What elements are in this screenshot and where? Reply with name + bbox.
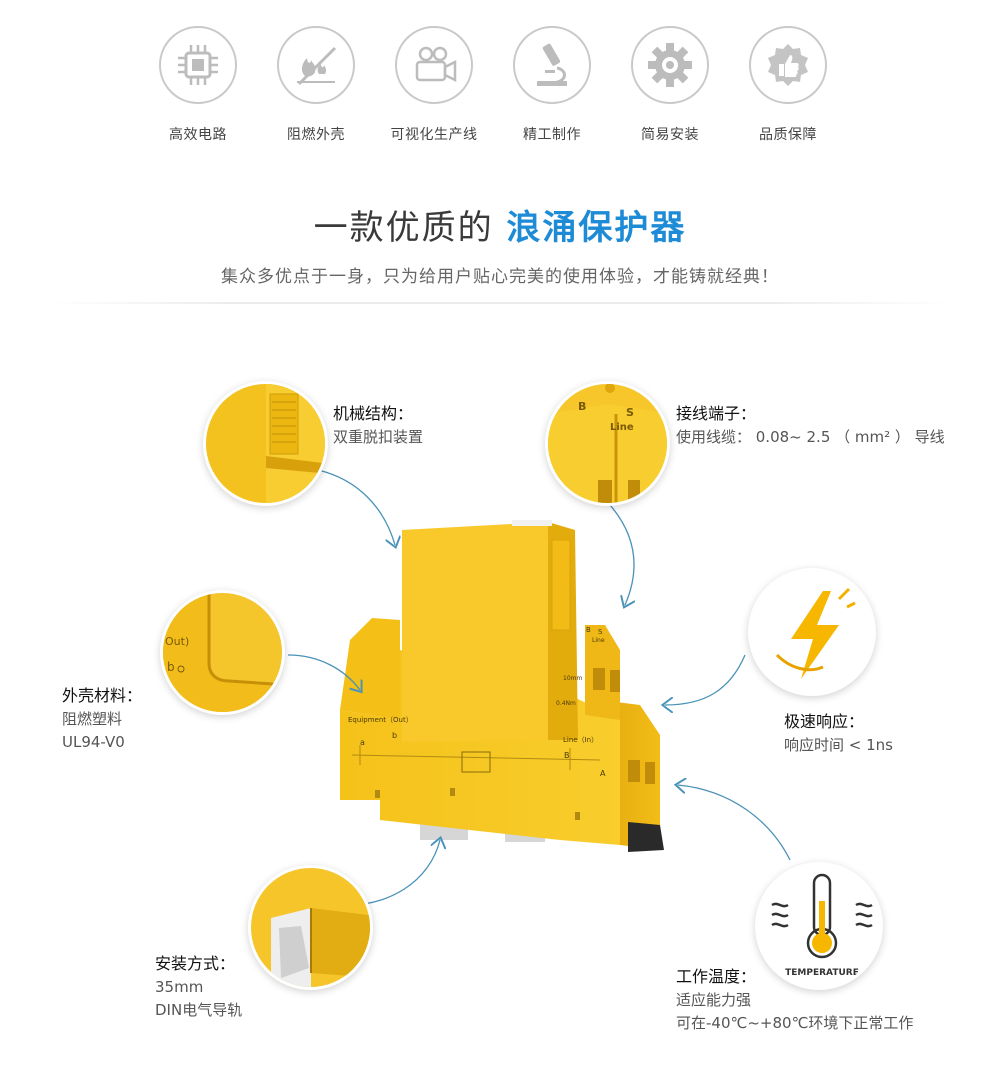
arrow-temperature <box>678 785 791 861</box>
title-accent: 浪涌保护器 <box>506 208 687 248</box>
thermometer-icon: TEMPERATURE <box>771 873 873 978</box>
feature-circle <box>395 26 473 104</box>
feature-efficient-circuit: 高效电路 <box>143 26 253 144</box>
zoom-terminal-s: S <box>626 406 634 419</box>
detail-temperature-circle: TEMPERATURE <box>755 862 883 990</box>
detail-mechanical-circle <box>203 381 328 506</box>
callout-speed: 极速响应： 响应时间 < 1ns <box>784 710 893 757</box>
feature-label: 阻燃外壳 <box>287 127 345 143</box>
detail-install-image <box>251 868 370 987</box>
torque-label: 0.4Nm <box>556 700 576 707</box>
callout-title: 极速响应： <box>784 712 865 731</box>
feature-circle <box>749 26 827 104</box>
detail-speed-circle <box>748 568 876 696</box>
zoom-terminal-b: B <box>578 400 586 413</box>
callout-desc: 双重脱扣装置 <box>333 428 424 446</box>
gear-icon <box>648 43 692 87</box>
title-prefix: 一款优质的 <box>313 208 507 248</box>
device-big-b-label: B <box>564 751 570 760</box>
feature-circle <box>159 26 237 104</box>
detail-shell-circle: Out) b <box>160 590 285 715</box>
callout-desc: UL94-V0 <box>62 732 125 751</box>
callout-title: 安装方式： <box>155 954 236 973</box>
callout-title: 外壳材料： <box>62 686 143 705</box>
callout-mechanical: 机械结构： 双重脱扣装置 <box>333 402 423 449</box>
feature-quality-assurance: 品质保障 <box>733 26 843 144</box>
feature-visual-production: 可视化生产线 <box>379 26 489 144</box>
equipment-label: Equipment（Out） <box>348 716 413 724</box>
callout-desc: 35mm <box>155 978 204 996</box>
feature-row: 高效电路 阻燃外壳 可视化生产线 <box>0 26 1000 146</box>
feature-circle <box>631 26 709 104</box>
feature-circle <box>277 26 355 104</box>
section-divider <box>50 302 950 304</box>
feature-label: 可视化生产线 <box>390 127 478 143</box>
feature-fine-craft: 精工制作 <box>497 26 607 144</box>
detail-shell-image: Out) b <box>163 593 282 712</box>
zoom-terminal-line: Line <box>610 422 634 433</box>
mm-label: 10mm <box>563 675 582 682</box>
device-big-a-label: A <box>600 769 606 778</box>
callout-title: 接线端子： <box>676 404 757 423</box>
arrow-terminal <box>609 504 634 605</box>
arrow-speed <box>665 654 746 705</box>
callout-arrows <box>287 469 791 907</box>
callout-desc: 响应时间 < 1ns <box>784 736 893 754</box>
callout-desc: 使用线缆： 0.08~ 2.5 （ mm² ） 导线 <box>676 428 945 446</box>
arrow-shell <box>287 654 360 690</box>
lightning-icon <box>775 587 856 679</box>
zoom-b-label: b <box>167 660 175 674</box>
callout-terminal: 接线端子： 使用线缆： 0.08~ 2.5 （ mm² ） 导线 <box>676 402 945 449</box>
detail-terminal-image: B S Line <box>548 384 667 503</box>
device-terminal-s: S <box>598 628 603 636</box>
feature-flame-retardant: 阻燃外壳 <box>261 26 371 144</box>
callout-title: 机械结构： <box>333 404 414 423</box>
feature-easy-install: 简易安装 <box>615 26 725 144</box>
device-a-label: a <box>360 738 365 747</box>
page-subtitle: 集众多优点于一身，只为给用户贴心完美的使用体验，才能铸就经典！ <box>221 267 779 287</box>
device-terminal-b: B <box>586 626 591 634</box>
surge-protector-device <box>340 520 664 852</box>
feature-label: 高效电路 <box>169 127 227 143</box>
callout-desc: 适应能力强 <box>676 991 752 1009</box>
arrow-mechanical <box>317 469 395 545</box>
video-camera-icon <box>415 46 457 83</box>
plug-in-module <box>402 522 548 742</box>
callout-title: 工作温度： <box>676 967 757 986</box>
detail-mechanical-image <box>206 384 325 503</box>
callout-desc: DIN电气导轨 <box>155 1000 243 1019</box>
callout-desc: 可在-40℃~+80℃环境下正常工作 <box>676 1013 914 1032</box>
line-in-label: Line（In） <box>563 736 598 744</box>
feature-label: 品质保障 <box>759 127 817 143</box>
feature-label: 简易安装 <box>641 127 699 143</box>
zoom-out-label: Out) <box>165 635 189 648</box>
page-title: 一款优质的 浪涌保护器 <box>0 200 1000 249</box>
detail-install-circle <box>248 865 373 990</box>
temperature-badge: TEMPERATURE <box>785 968 859 978</box>
feature-label: 精工制作 <box>523 127 581 143</box>
microscope-icon <box>537 43 567 86</box>
callout-install: 安装方式： 35mm DIN电气导轨 <box>155 952 242 1021</box>
chip-icon <box>178 45 218 85</box>
device-b-label: b <box>392 731 397 740</box>
thumbs-up-icon <box>768 44 808 86</box>
device-line-label: Line <box>592 637 605 644</box>
callout-temperature: 工作温度： 适应能力强 可在-40℃~+80℃环境下正常工作 <box>676 965 913 1034</box>
callout-shell: 外壳材料： 阻燃塑料 UL94-V0 <box>62 684 142 753</box>
detail-terminal-circle: B S Line <box>545 381 670 506</box>
callout-desc: 阻燃塑料 <box>62 710 123 728</box>
flame-retardant-icon <box>297 46 337 86</box>
feature-circle <box>513 26 591 104</box>
